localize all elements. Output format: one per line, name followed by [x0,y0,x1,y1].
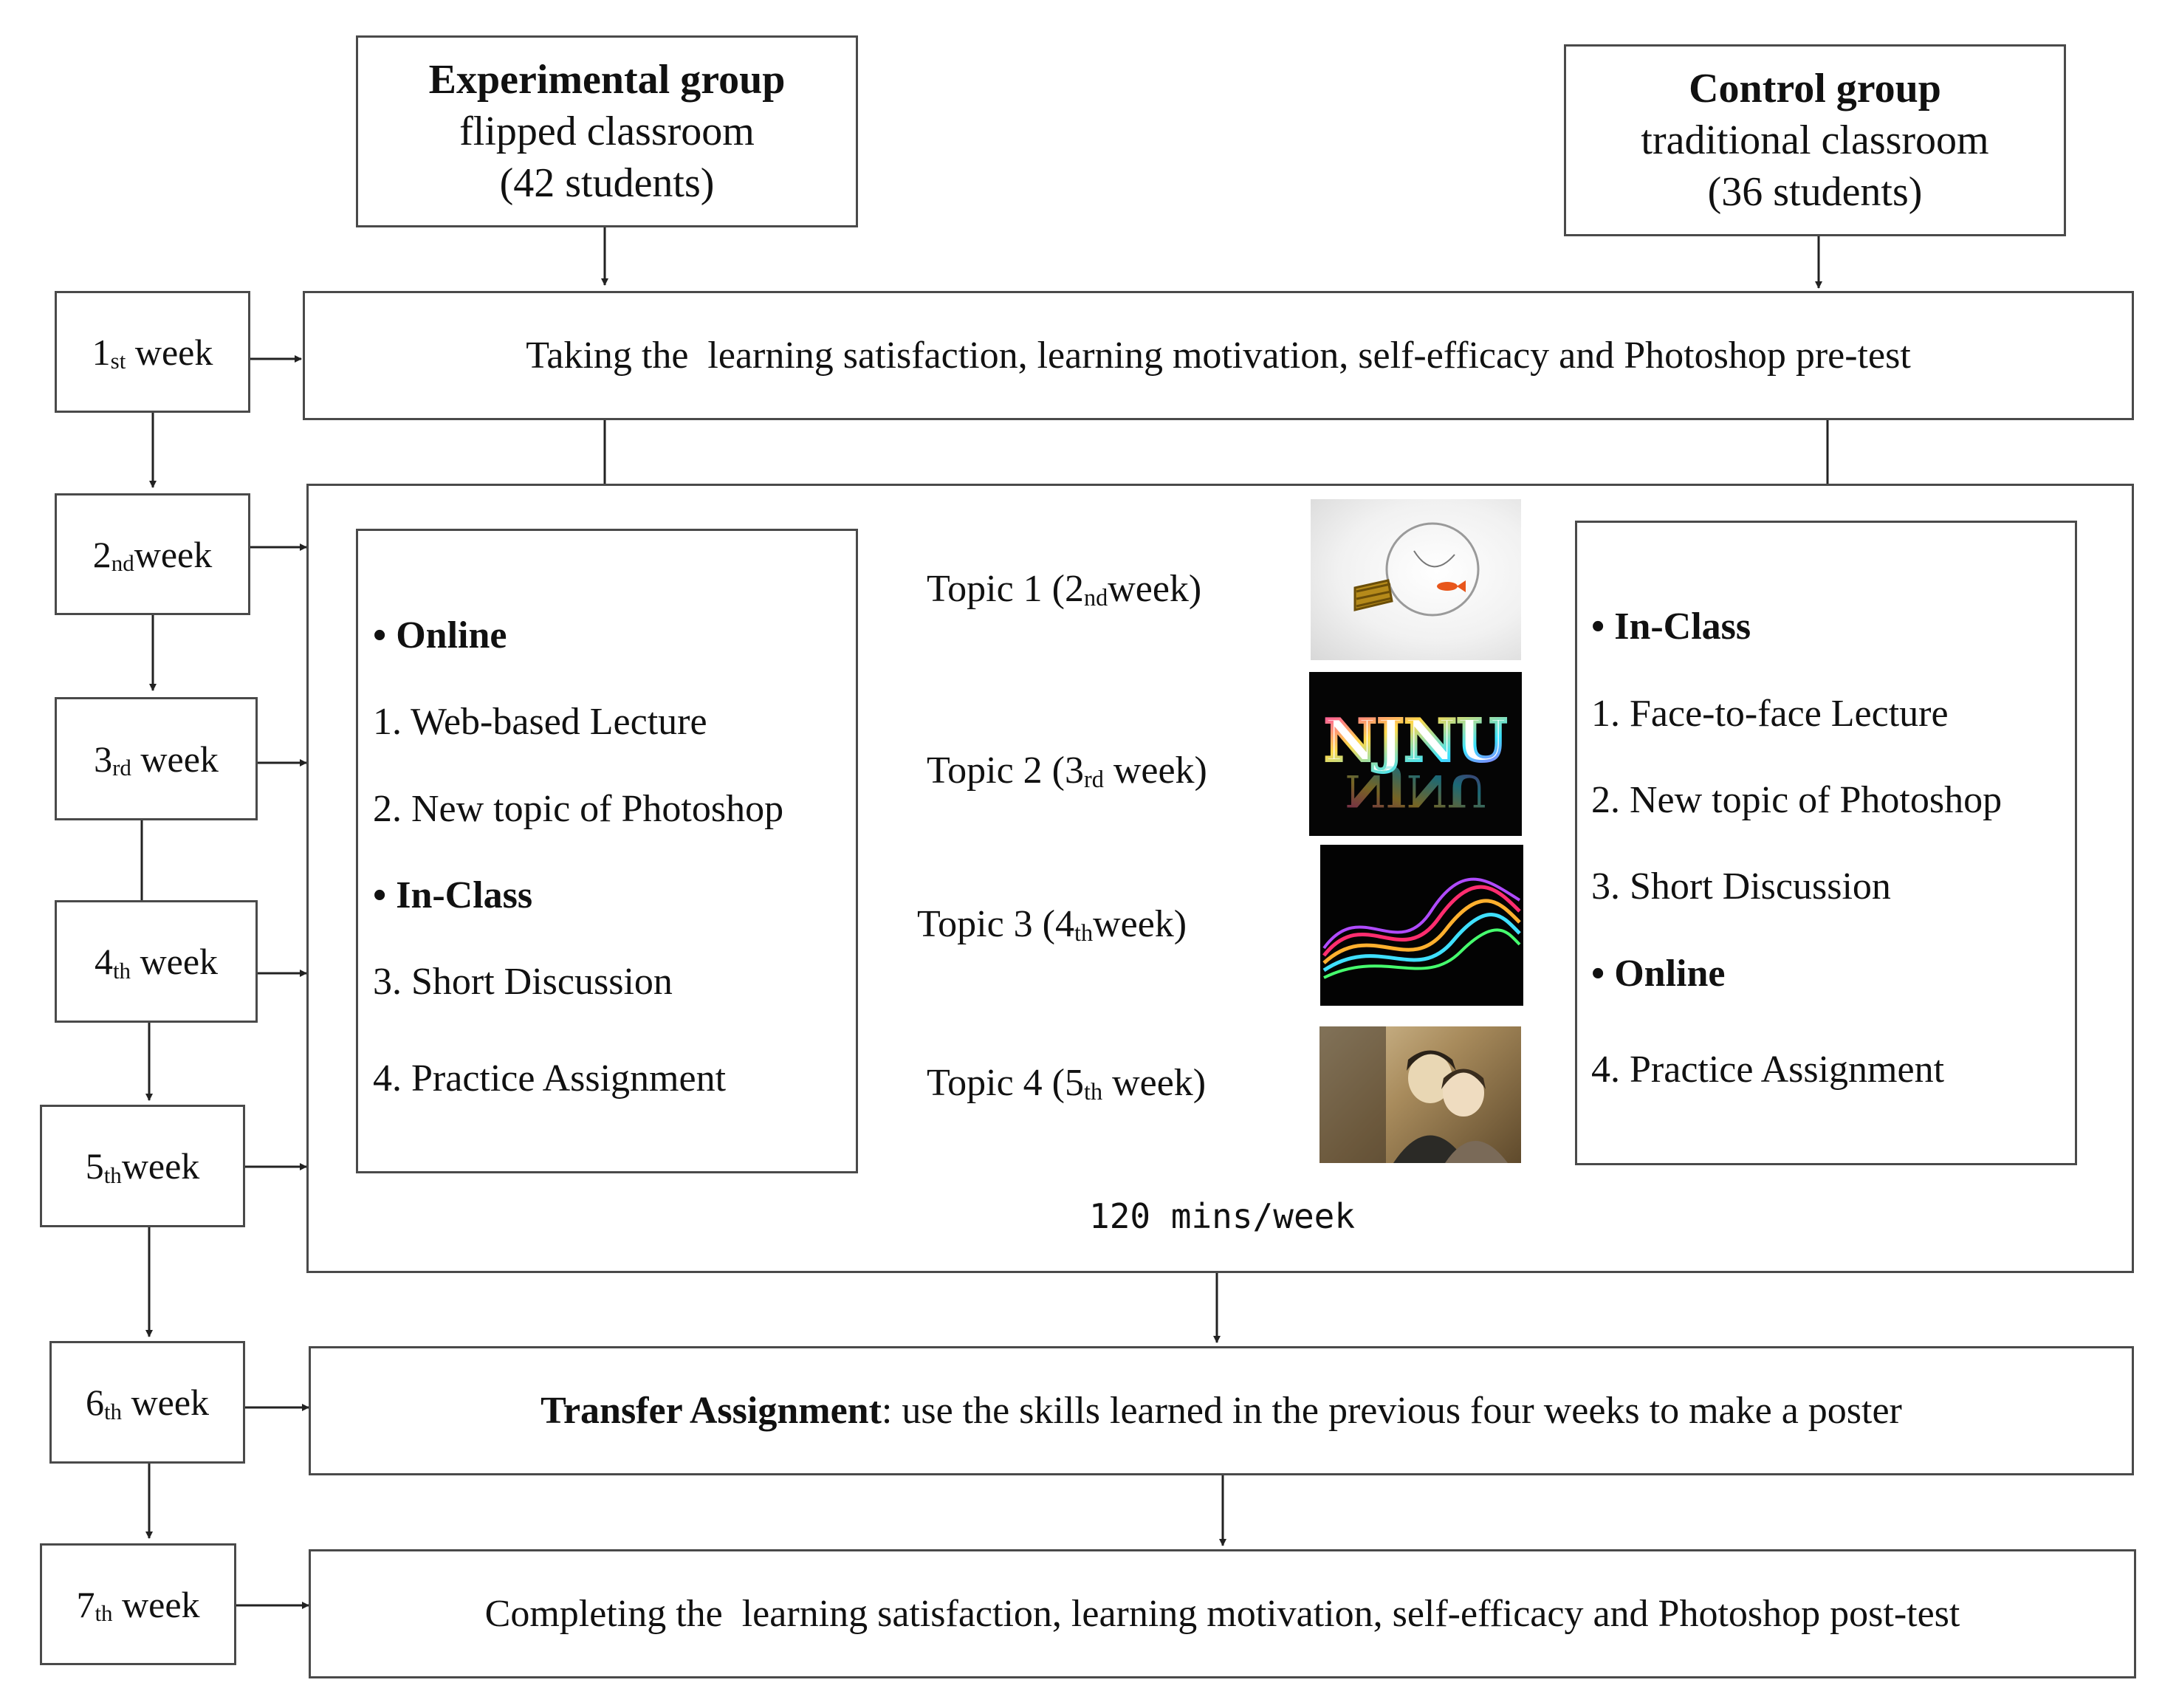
experimental-online-heading: • Online [373,614,507,656]
experimental-group-title: Experimental group [428,57,786,103]
topic-1-label: Topic 1 (2ndweek) [927,568,1202,611]
experimental-inclass-heading: • In-Class [373,874,533,916]
experimental-group-subtitle: flipped classroom [459,109,755,154]
control-inclass-heading: • In-Class [1591,606,1751,648]
posttest-text: Completing the learning satisfaction, le… [484,1593,1960,1635]
control-item-1: 1. Face-to-face Lecture [1591,693,1949,735]
minutes-per-week-label: 120 mins/week [1089,1196,1356,1236]
control-online-heading: • Online [1591,953,1726,995]
pretest-box: Taking the learning satisfaction, learni… [303,291,2134,420]
control-item-2: 2. New topic of Photoshop [1591,779,2003,821]
week-1-box: 1st week [55,291,250,413]
control-item-4: 4. Practice Assignment [1591,1049,1945,1091]
color-waves-image [1320,845,1523,1006]
experimental-item-2: 2. New topic of Photoshop [373,788,784,830]
transfer-assignment-box: Transfer Assignment: use the skills lear… [309,1346,2134,1475]
week-5-box: 5thweek [40,1105,245,1227]
week-4-box: 4th week [55,900,258,1023]
experimental-item-3: 3. Short Discussion [373,961,673,1003]
control-group-subtitle: traditional classroom [1641,117,1989,163]
week-7-box: 7th week [40,1543,236,1665]
control-group-count: (36 students) [1707,169,1923,215]
control-group-box: Control group traditional classroom (36 … [1564,44,2066,236]
experimental-item-1: 1. Web-based Lecture [373,701,707,743]
transfer-assignment-text: : use the skills learned in the previous… [881,1390,1902,1432]
control-activities-box [1575,521,2077,1165]
vintage-couple-photo [1319,1026,1521,1163]
control-group-title: Control group [1689,66,1941,112]
control-item-3: 3. Short Discussion [1591,865,1891,908]
experimental-group-count: (42 students) [499,160,715,206]
svg-text:NJNU: NJNU [1345,764,1486,816]
posttest-box: Completing the learning satisfaction, le… [309,1549,2136,1678]
experimental-group-box: Experimental group flipped classroom (42… [356,35,858,227]
pretest-text: Taking the learning satisfaction, learni… [526,335,1911,377]
week-2-box: 2ndweek [55,493,250,615]
topic-3-label: Topic 3 (4thweek) [917,903,1187,946]
svg-text:NJNU: NJNU [1324,707,1507,775]
experimental-item-4: 4. Practice Assignment [373,1057,727,1100]
week-6-box: 6th week [49,1341,245,1464]
topic-4-label: Topic 4 (5th week) [927,1062,1207,1105]
experimental-activities-box [356,529,858,1173]
light-bulb-image [1311,499,1521,660]
topic-2-label: Topic 2 (3rd week) [927,750,1207,792]
week-3-box: 3rd week [55,697,258,820]
njnu-text-effect-image: NJNU NJNU [1309,672,1522,836]
transfer-assignment-title: Transfer Assignment [540,1390,882,1432]
